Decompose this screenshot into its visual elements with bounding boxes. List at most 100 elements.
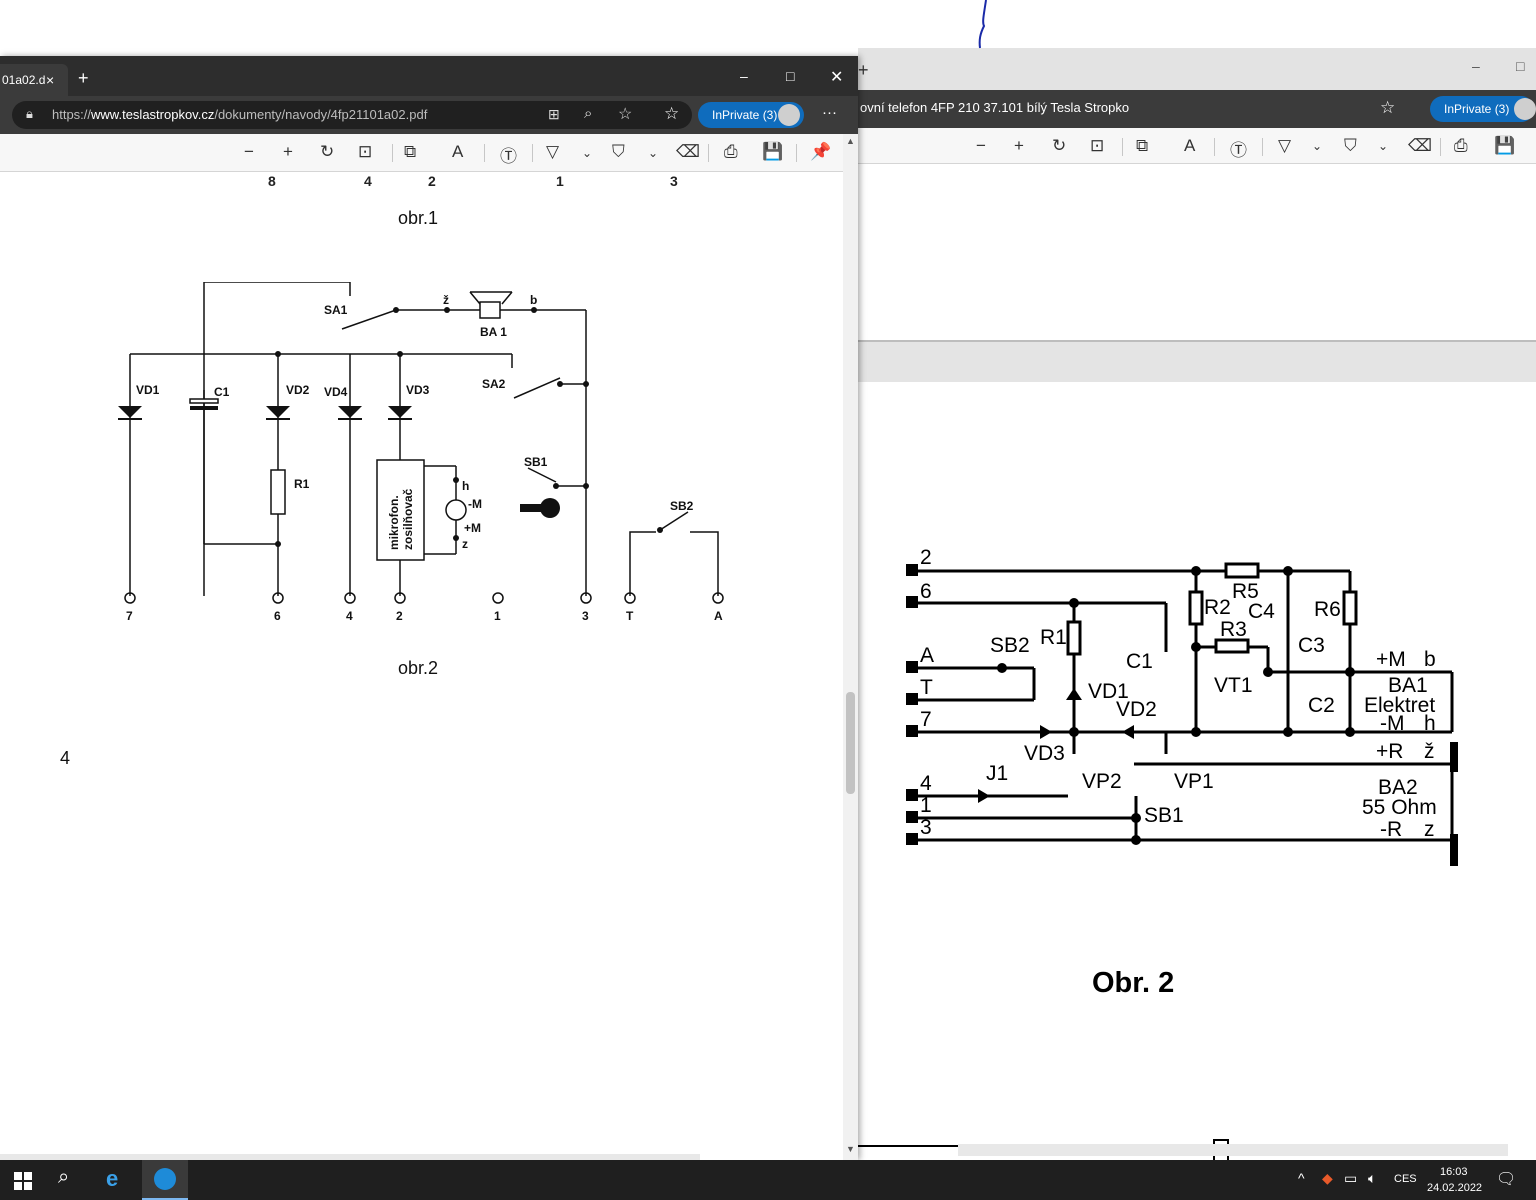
switch-label: SA2 — [482, 377, 506, 391]
scroll-up-icon[interactable]: ▲ — [846, 136, 855, 146]
eraser-icon[interactable]: ⌫ — [1408, 136, 1433, 155]
app-icon[interactable]: ⊞ — [548, 106, 560, 122]
svg-text:BA2: BA2 — [1378, 776, 1418, 799]
terminal-label: 3 — [920, 816, 932, 839]
chevron-down-icon[interactable]: ⌄ — [648, 146, 659, 160]
inprivate-button[interactable]: InPrivate (3) — [698, 102, 804, 128]
svg-text:C4: C4 — [1248, 600, 1275, 623]
scroll-thumb[interactable] — [846, 692, 855, 794]
draw-icon[interactable]: ▽ — [1278, 136, 1292, 155]
svg-text:b: b — [1424, 648, 1436, 671]
pin-number: 3 — [670, 173, 678, 189]
highlight-icon[interactable]: ⛉ — [1344, 136, 1357, 155]
switch-label: SA1 — [324, 303, 348, 317]
chevron-down-icon[interactable]: ⌄ — [1312, 139, 1323, 153]
zoom-out-icon[interactable]: − — [976, 136, 986, 155]
fit-page-icon[interactable]: ⊡ — [358, 142, 373, 161]
notifications-icon[interactable]: 🗨︎ — [1496, 1171, 1517, 1188]
svg-text:VP1: VP1 — [1174, 770, 1214, 793]
minimize-icon[interactable]: – — [1472, 58, 1480, 74]
chevron-up-icon[interactable]: ^ — [1298, 1170, 1305, 1186]
more-button[interactable]: ··· — [822, 104, 837, 121]
left-browser-window: 01a02.d × + – □ ✕ https://www.teslastrop… — [0, 56, 858, 1166]
read-aloud-icon[interactable]: A — [452, 142, 464, 161]
inprivate-button[interactable]: InPrivate (3) — [1430, 96, 1536, 122]
close-icon[interactable]: ✕ — [830, 69, 844, 86]
zoom-icon[interactable]: ⌕ — [584, 105, 593, 122]
windows-start-icon[interactable] — [14, 1172, 32, 1190]
pin-icon[interactable]: 📌 — [810, 142, 832, 161]
active-tab[interactable]: 01a02.d — [0, 64, 68, 96]
terminal-label: T — [920, 676, 933, 699]
svg-text:R5: R5 — [1232, 580, 1259, 603]
draw-icon[interactable]: ▽ — [546, 142, 560, 161]
scroll-down-icon[interactable]: ▼ — [846, 1144, 855, 1154]
pin-number: 8 — [268, 173, 276, 189]
print-icon[interactable]: ⎙ — [724, 142, 738, 161]
chevron-down-icon[interactable]: ⌄ — [1378, 139, 1389, 153]
clock-date[interactable]: 24.02.2022 — [1427, 1182, 1483, 1194]
save-icon[interactable]: 💾 — [1494, 136, 1516, 155]
wire-label: b — [530, 293, 537, 307]
zoom-in-icon[interactable]: + — [1014, 136, 1024, 155]
lock-icon[interactable]: 🔒︎ — [26, 106, 33, 121]
network-icon[interactable]: ▭ — [1344, 1170, 1358, 1186]
internet-explorer-icon[interactable]: e — [106, 1166, 119, 1191]
diode-label: VD4 — [324, 385, 348, 399]
new-tab-button[interactable]: + — [78, 68, 89, 88]
save-icon[interactable]: 💾 — [762, 142, 784, 161]
svg-text:VD2: VD2 — [1116, 698, 1157, 721]
minimize-icon[interactable]: – — [740, 68, 748, 84]
svg-text:BA1: BA1 — [1388, 674, 1428, 697]
page-view-icon[interactable]: ⧉ — [404, 142, 417, 161]
zoom-out-icon[interactable]: − — [244, 142, 254, 161]
resistor-label: R1 — [294, 477, 310, 491]
rotate-icon[interactable]: ↻ — [1052, 136, 1067, 155]
read-aloud-icon[interactable]: A — [1184, 136, 1196, 155]
chevron-down-icon[interactable]: ⌄ — [582, 146, 593, 160]
svg-text:C1: C1 — [1126, 650, 1153, 673]
page-caption: Obr. 2 — [1092, 967, 1174, 999]
search-icon[interactable]: ⌕ — [58, 1166, 70, 1188]
favorites-icon[interactable]: ☆ — [1380, 98, 1396, 117]
diode-label: VD2 — [286, 383, 310, 397]
text-icon[interactable]: Ⓣ — [1230, 141, 1247, 160]
close-tab-icon[interactable]: × — [46, 72, 55, 88]
speaker-label: BA 1 — [480, 325, 507, 339]
maximize-icon[interactable]: □ — [786, 68, 795, 84]
zoom-in-icon[interactable]: + — [283, 142, 293, 161]
add-favorite-icon[interactable]: ☆ — [618, 106, 633, 123]
print-icon[interactable]: ⎙ — [1454, 136, 1468, 155]
page-view-icon[interactable]: ⧉ — [1136, 136, 1149, 155]
favorites-icon[interactable]: ☆ — [664, 104, 680, 123]
figure-caption-2: obr.2 — [398, 658, 439, 678]
svg-text:-M: -M — [1380, 712, 1405, 735]
terminal-label: 2 — [920, 546, 932, 569]
eraser-icon[interactable]: ⌫ — [676, 142, 701, 161]
figure-caption-1: obr.1 — [398, 208, 439, 228]
fit-page-icon[interactable]: ⊡ — [1090, 136, 1105, 155]
volume-icon[interactable]: 🔈︎ — [1368, 1170, 1377, 1186]
mic-label: z — [462, 537, 468, 551]
new-tab-button[interactable]: + — [858, 60, 869, 80]
diode-label: VD3 — [406, 383, 430, 397]
language-indicator[interactable]: CES — [1394, 1173, 1417, 1185]
tray-app-icon[interactable]: ◆ — [1322, 1170, 1333, 1186]
svg-text:+R: +R — [1376, 740, 1403, 763]
highlight-icon[interactable]: ⛉ — [612, 142, 625, 161]
clock-time[interactable]: 16:03 — [1440, 1166, 1468, 1178]
rotate-icon[interactable]: ↻ — [320, 142, 335, 161]
text-icon[interactable]: Ⓣ — [500, 147, 517, 166]
right-page-title[interactable]: ovní telefon 4FP 210 37.101 bílý Tesla S… — [860, 100, 1130, 115]
maximize-icon[interactable]: □ — [1516, 58, 1525, 74]
top-numbers: 8 4 2 1 3 — [268, 173, 678, 189]
svg-text:55 Ohm: 55 Ohm — [1362, 796, 1437, 819]
taskbar: ⌕ e ^ ◆ ▭ 🔈︎ CES 16:03 24.02.2022 🗨︎ — [0, 1160, 1536, 1200]
vertical-scrollbar[interactable]: ▲ ▼ — [843, 134, 858, 1160]
tab-title: 01a02.d — [2, 73, 46, 87]
url-field[interactable]: https://www.teslastropkov.cz/dokumenty/n… — [12, 101, 692, 129]
edge-taskbar-button[interactable] — [142, 1160, 188, 1200]
terminal-label: 6 — [274, 609, 281, 623]
horizontal-scrollbar[interactable] — [958, 1144, 1508, 1156]
inprivate-label: InPrivate (3) — [712, 108, 778, 122]
